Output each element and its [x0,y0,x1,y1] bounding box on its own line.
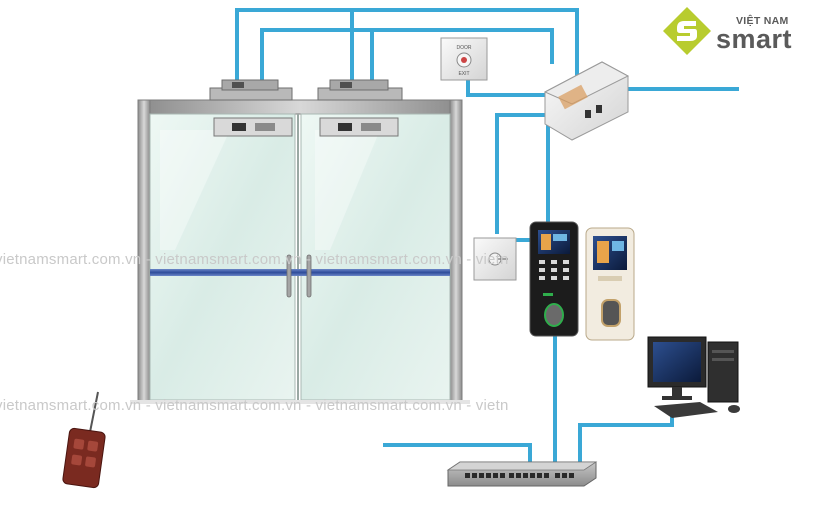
glass-door [130,99,470,404]
wiring [235,8,739,465]
fingerprint-reader-black [529,221,579,337]
logo-diamond-icon [663,7,711,55]
fingerprint-reader-white [585,227,635,341]
wire-lock1-outer [235,8,579,82]
armature-plate-left [213,117,293,137]
door-handle-right [306,254,312,298]
exit-button-label: EXIT [458,71,469,77]
wire-power-reader [495,113,550,234]
push-bar [150,269,450,276]
power-supply [543,61,630,141]
wire-exit-button-top [466,76,547,97]
network-switch [446,461,598,487]
exit-button-top-label: DOOR [457,45,472,51]
vietnamsmart-logo: VIỆT NAM smart [660,4,810,58]
logo-line1: VIỆT NAM [736,15,789,27]
door-panel-left [149,113,296,401]
magnetic-lock-left [209,79,293,101]
wire-lock1-inner [260,28,554,82]
watermark-line-1: vietnamsmart.com.vn - vietnamsmart.com.v… [0,251,509,268]
logo-line2: smart [716,24,793,54]
computer [647,336,740,418]
wire-power-reader-2 [546,122,560,227]
wire-switch-left [383,443,532,465]
door-panel-right [300,113,451,401]
magnetic-lock-right [317,79,403,101]
wire-computer-switch [578,410,674,465]
exit-button-top [440,37,488,81]
watermark-line-2: vietnamsmart.com.vn - vietnamsmart.com.v… [0,397,509,414]
armature-plate-right [319,117,399,137]
exit-button-side [473,237,517,281]
door-handle-left [286,254,292,298]
remote-control [62,391,106,489]
